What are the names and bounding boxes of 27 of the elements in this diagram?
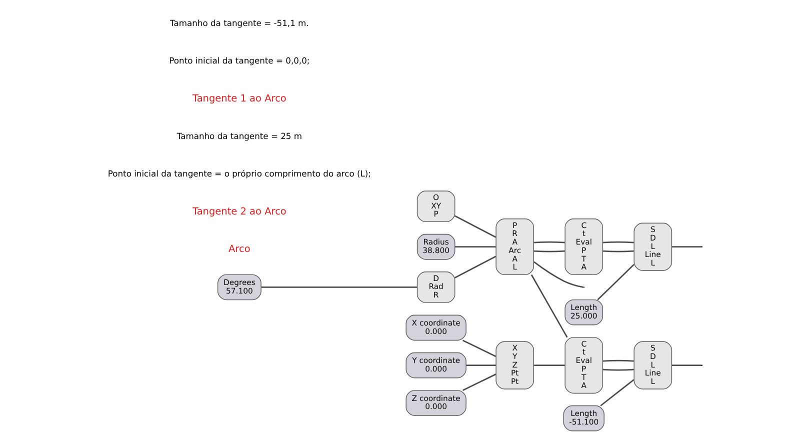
label: Ponto inicial da tangente = 0,0,0; xyxy=(168,55,310,66)
connector xyxy=(533,241,564,244)
connector xyxy=(671,364,702,366)
connector xyxy=(602,360,634,362)
connector xyxy=(602,241,634,244)
connector xyxy=(602,368,634,371)
connector xyxy=(454,256,496,278)
connector xyxy=(454,215,496,238)
label: Tangente 2 ao Arco xyxy=(192,206,286,218)
connector xyxy=(454,246,496,248)
connector xyxy=(602,250,634,252)
connector xyxy=(530,274,568,338)
label: Ponto inicial da tangente = o próprio comprimento do arco (L); xyxy=(107,168,370,178)
connector xyxy=(462,374,496,391)
connector xyxy=(260,286,416,288)
connector xyxy=(533,250,564,252)
label: Tangente 1 ao Arco xyxy=(192,94,286,105)
connector xyxy=(462,340,496,358)
connector xyxy=(600,379,634,406)
label: Arco xyxy=(228,244,250,256)
label: Tamanho da tangente = -51,1 m. xyxy=(170,18,308,28)
connector xyxy=(596,264,634,300)
connector xyxy=(466,364,496,366)
connector xyxy=(671,246,702,248)
connector xyxy=(532,261,583,288)
label: Tamanho da tangente = 25 m xyxy=(176,130,302,141)
connector xyxy=(533,364,564,366)
